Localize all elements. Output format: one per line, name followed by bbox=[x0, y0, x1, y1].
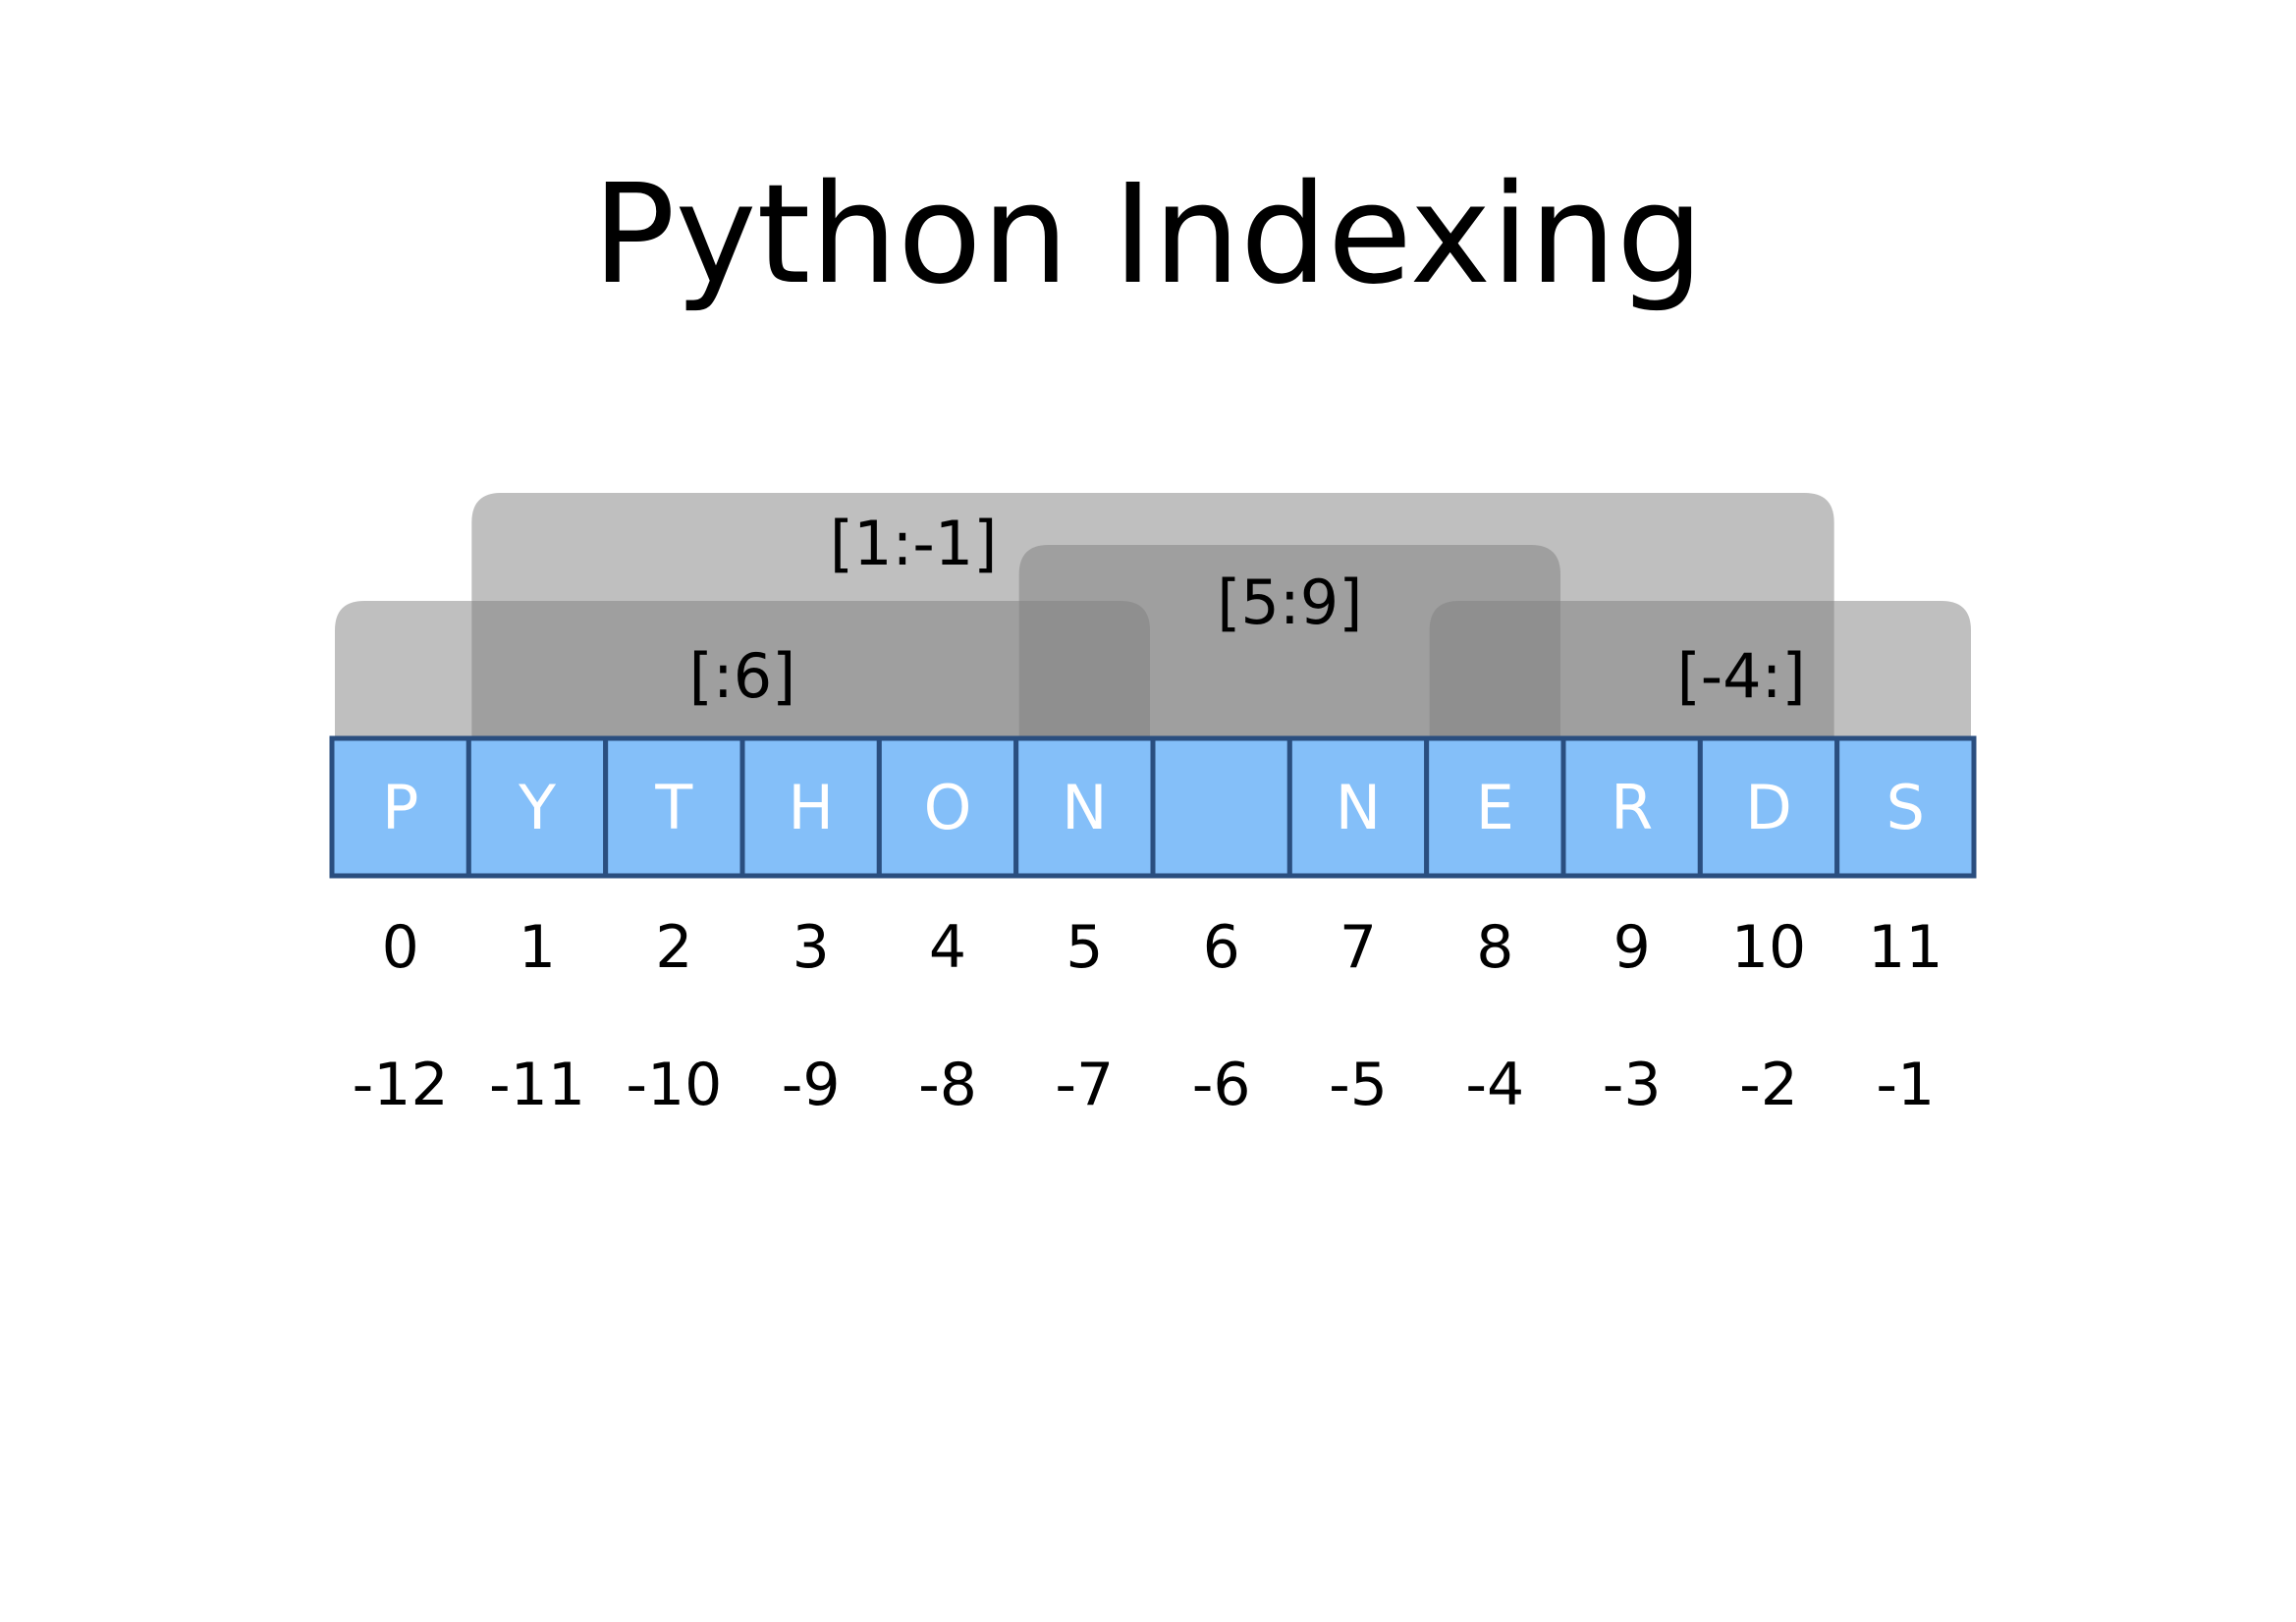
char-label: H bbox=[788, 772, 834, 843]
char-cell bbox=[329, 735, 471, 879]
negative-index-row: -12 -11 -10 -9 -8 -7 -6 -5 -4 -3 -2 -1 bbox=[353, 1051, 1936, 1119]
char-cell bbox=[1286, 735, 1430, 879]
diagram-title: Python Indexing bbox=[592, 155, 1704, 315]
positive-index: 8 bbox=[1476, 913, 1513, 982]
char-label: P bbox=[382, 772, 418, 843]
char-cell bbox=[739, 735, 882, 879]
char-cell bbox=[603, 735, 745, 879]
char-label: D bbox=[1745, 772, 1792, 843]
negative-index: -6 bbox=[1192, 1051, 1251, 1119]
negative-index: -11 bbox=[489, 1051, 585, 1119]
positive-index-row: 0 1 2 3 4 5 6 7 8 9 10 11 bbox=[382, 913, 1943, 982]
slice-label: [5:9] bbox=[1217, 567, 1362, 638]
positive-index: 4 bbox=[929, 913, 966, 982]
positive-index: 2 bbox=[655, 913, 692, 982]
slice-bracket bbox=[1429, 601, 1971, 738]
negative-index: -10 bbox=[626, 1051, 722, 1119]
char-label: S bbox=[1886, 772, 1925, 843]
negative-index: -2 bbox=[1739, 1051, 1798, 1119]
positive-index: 0 bbox=[382, 913, 419, 982]
negative-index: -8 bbox=[918, 1051, 977, 1119]
negative-index: -7 bbox=[1055, 1051, 1114, 1119]
negative-index: -12 bbox=[353, 1051, 449, 1119]
positive-index: 11 bbox=[1868, 913, 1942, 982]
positive-index: 9 bbox=[1613, 913, 1651, 982]
negative-index: -4 bbox=[1465, 1051, 1524, 1119]
slice-label: [:6] bbox=[689, 640, 796, 712]
slice-brackets bbox=[335, 493, 1971, 738]
char-cell bbox=[1150, 735, 1292, 879]
positive-index: 6 bbox=[1203, 913, 1240, 982]
positive-index: 10 bbox=[1731, 913, 1806, 982]
char-cell bbox=[876, 735, 1019, 879]
char-label: T bbox=[654, 772, 693, 843]
char-label: E bbox=[1476, 772, 1514, 843]
char-cell bbox=[465, 735, 609, 879]
positive-index: 5 bbox=[1066, 913, 1103, 982]
negative-index: -5 bbox=[1329, 1051, 1388, 1119]
slice-bracket bbox=[335, 601, 1150, 738]
positive-index: 7 bbox=[1339, 913, 1377, 982]
positive-index: 3 bbox=[793, 913, 830, 982]
char-label: Y bbox=[518, 772, 556, 843]
negative-index: -9 bbox=[782, 1051, 841, 1119]
char-label: N bbox=[1336, 772, 1381, 843]
char-label: O bbox=[924, 772, 972, 843]
slice-bracket bbox=[1018, 545, 1560, 738]
slice-labels: [1:-1] [5:9] [:6] [-4:] bbox=[689, 508, 1806, 712]
char-cell bbox=[1560, 735, 1703, 879]
negative-index: -3 bbox=[1603, 1051, 1662, 1119]
negative-index: -1 bbox=[1876, 1051, 1935, 1119]
char-cell bbox=[1834, 735, 1977, 879]
char-cell bbox=[1424, 735, 1566, 879]
slice-label: [-4:] bbox=[1677, 640, 1806, 712]
positive-index: 1 bbox=[519, 913, 556, 982]
char-label: N bbox=[1062, 772, 1107, 843]
slice-label: [1:-1] bbox=[830, 508, 998, 579]
char-label: R bbox=[1611, 772, 1653, 843]
